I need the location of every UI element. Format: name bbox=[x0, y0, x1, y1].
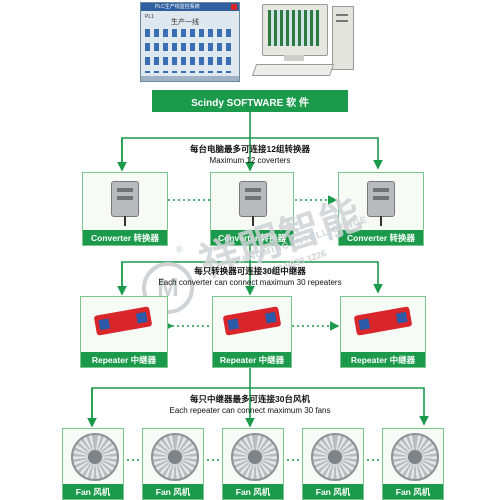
fan-icon bbox=[391, 433, 439, 481]
software-label: Scindy SOFTWARE 软 件 bbox=[191, 97, 309, 109]
fan-card: Fan 风机 bbox=[62, 428, 124, 500]
fan-card: Fan 风机 bbox=[222, 428, 284, 500]
level2-caption-cn: 每只转换器可连接30组中继器 bbox=[194, 266, 306, 276]
converter-card: Converter 转换器 bbox=[338, 172, 424, 246]
fan-card: Fan 风机 bbox=[302, 428, 364, 500]
level2-caption: 每只转换器可连接30组中继器 Each converter can connec… bbox=[150, 266, 350, 288]
fan-label: Fan 风机 bbox=[223, 484, 283, 499]
fan-label: Fan 风机 bbox=[63, 484, 123, 499]
fan-label: Fan 风机 bbox=[383, 484, 443, 499]
fan-card: Fan 风机 bbox=[382, 428, 444, 500]
software-screen: PLC生产线监控系统 PL1 生产一线 bbox=[140, 2, 240, 82]
converter-card: Converter 转换器 bbox=[210, 172, 294, 246]
repeater-label: Repeater 中继器 bbox=[81, 352, 167, 367]
repeater-device-icon bbox=[222, 306, 282, 336]
converter-device-icon bbox=[111, 181, 139, 226]
converter-device-icon bbox=[239, 181, 267, 226]
converter-card: Converter 转换器 bbox=[82, 172, 168, 246]
close-icon bbox=[231, 4, 237, 10]
converter-label: Converter 转换器 bbox=[83, 230, 167, 245]
computer-icon bbox=[251, 4, 356, 84]
level2-caption-en: Each converter can connect maximum 30 re… bbox=[158, 278, 342, 287]
repeater-card: Repeater 中继器 bbox=[212, 296, 292, 368]
converter-device-icon bbox=[367, 181, 395, 226]
screen-title: PLC生产线监控系统 bbox=[155, 4, 200, 10]
screen-heading: 生产一线 bbox=[171, 19, 199, 26]
fan-icon bbox=[231, 433, 279, 481]
repeater-device-icon bbox=[93, 306, 153, 336]
converter-label: Converter 转换器 bbox=[339, 230, 423, 245]
screen-status-bar bbox=[141, 76, 239, 81]
repeater-card: Repeater 中继器 bbox=[340, 296, 426, 368]
watermark-logo: M bbox=[142, 262, 194, 314]
level3-caption-en: Each repeater can connect maximum 30 fan… bbox=[169, 406, 331, 415]
screen-titlebar: PLC生产线监控系统 bbox=[141, 3, 239, 11]
level1-caption: 每台电脑最多可连接12组转换器 Maximum 12 coverters bbox=[150, 144, 350, 166]
screen-tag: PL1 bbox=[145, 14, 154, 20]
level1-caption-en: Maximum 12 coverters bbox=[209, 156, 291, 165]
repeater-label: Repeater 中继器 bbox=[341, 352, 425, 367]
fan-label: Fan 风机 bbox=[143, 484, 203, 499]
repeater-label: Repeater 中继器 bbox=[213, 352, 291, 367]
fan-icon bbox=[311, 433, 359, 481]
converter-label: Converter 转换器 bbox=[211, 230, 293, 245]
fan-icon bbox=[151, 433, 199, 481]
watermark-mark: ® bbox=[176, 244, 183, 254]
software-label-bar: Scindy SOFTWARE 软 件 bbox=[152, 90, 348, 112]
level3-caption: 每只中继器最多可连接30台风机 Each repeater can connec… bbox=[150, 394, 350, 416]
level3-caption-cn: 每只中继器最多可连接30台风机 bbox=[190, 394, 310, 404]
fan-icon bbox=[71, 433, 119, 481]
fan-label: Fan 风机 bbox=[303, 484, 363, 499]
level1-caption-cn: 每台电脑最多可连接12组转换器 bbox=[190, 144, 310, 154]
fan-card: Fan 风机 bbox=[142, 428, 204, 500]
repeater-card: Repeater 中继器 bbox=[80, 296, 168, 368]
repeater-device-icon bbox=[353, 306, 413, 336]
screen-machine-grid bbox=[145, 29, 233, 73]
